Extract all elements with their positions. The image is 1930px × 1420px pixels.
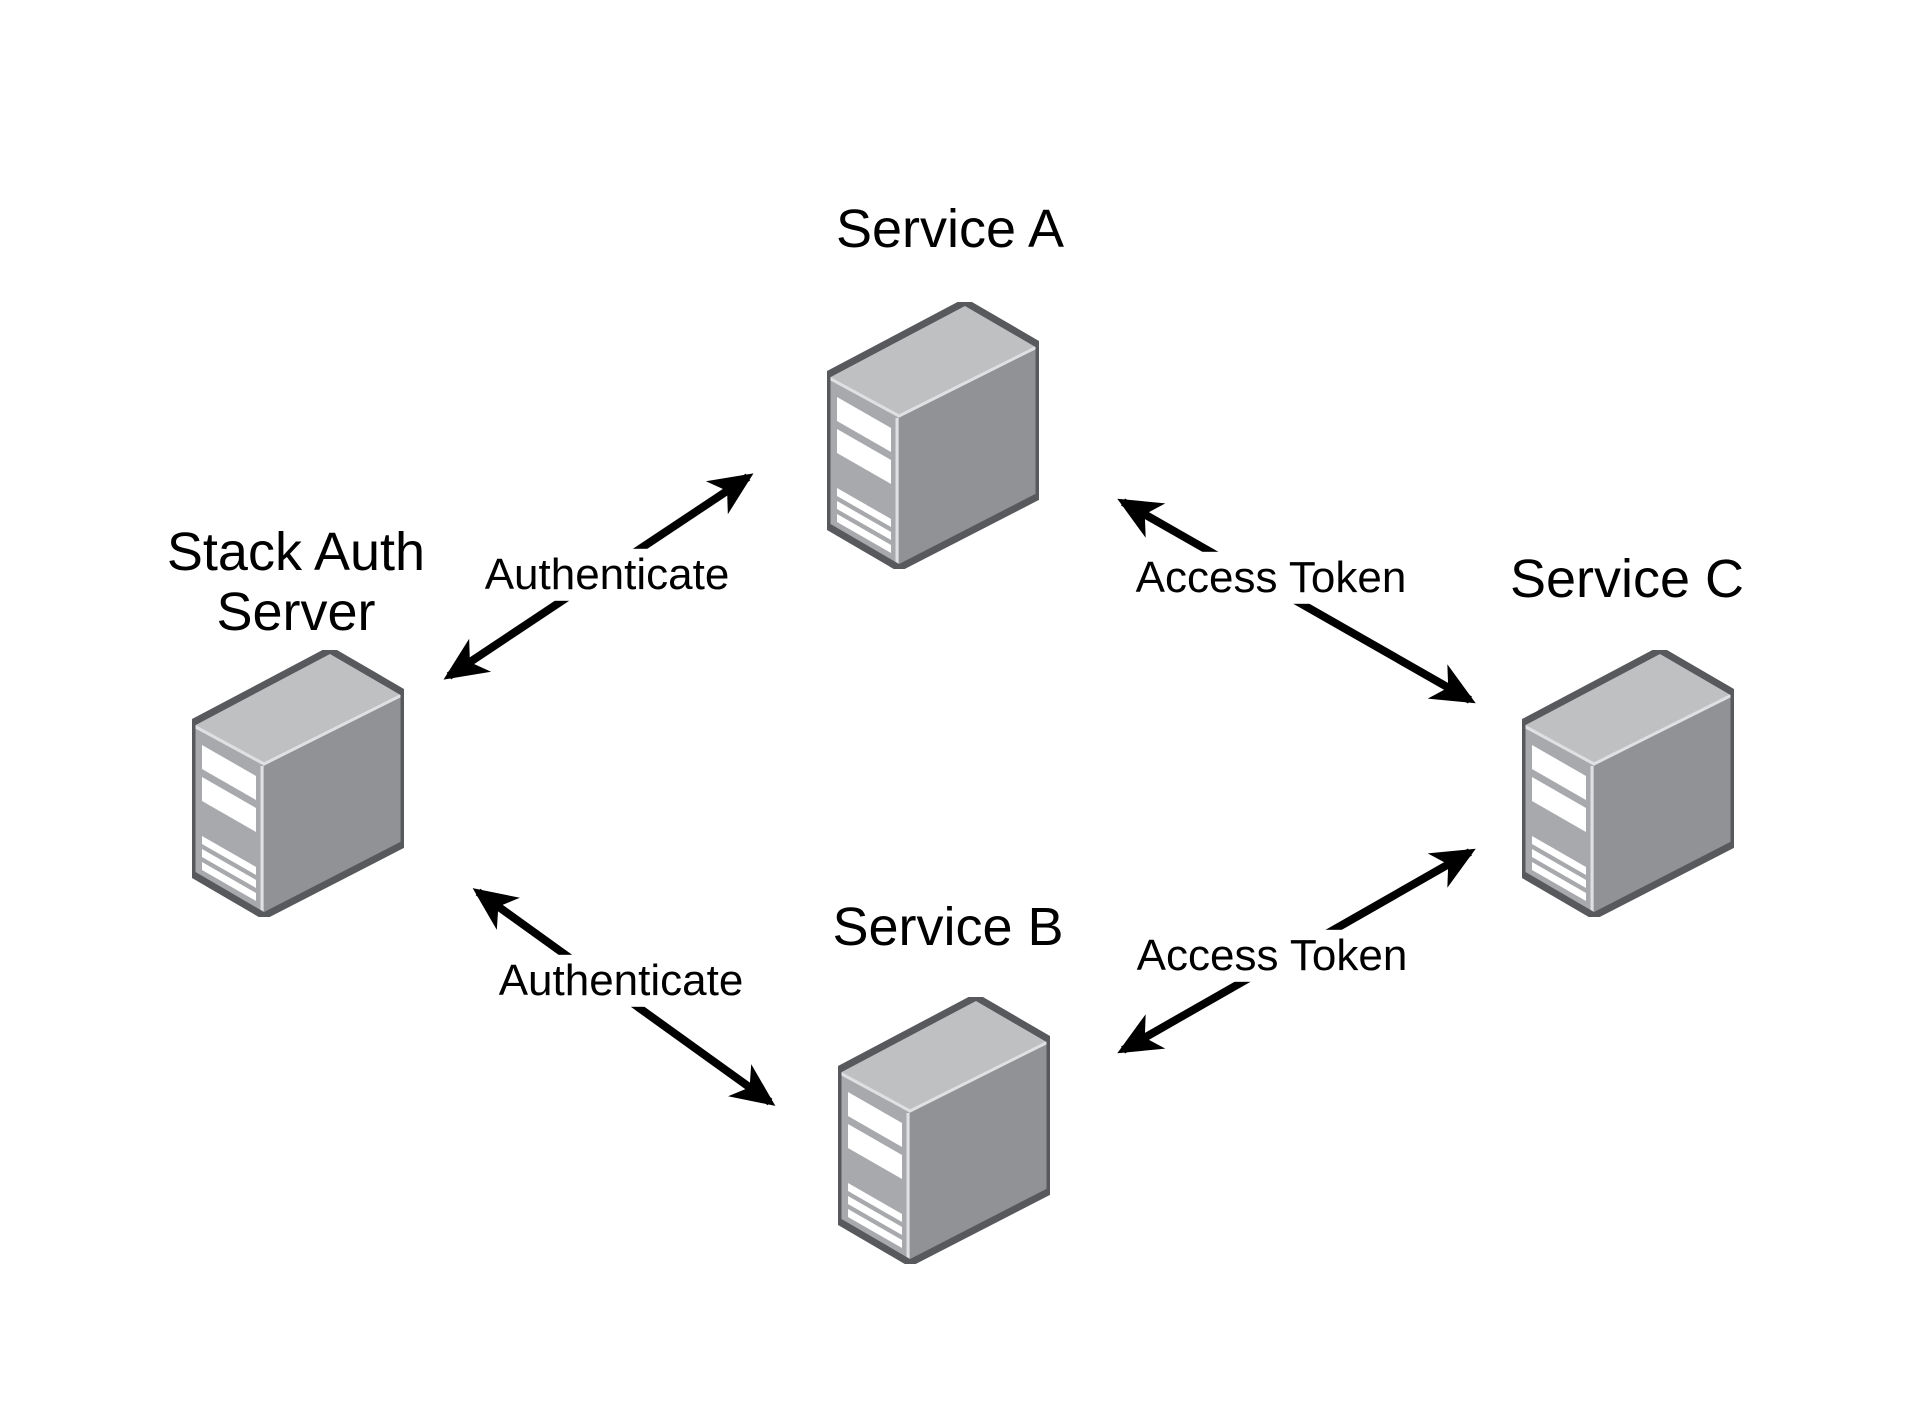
edge-label-access-token-a-c: Access Token: [1125, 551, 1417, 605]
node-service-a: [827, 302, 1039, 569]
node-service-b: [838, 997, 1050, 1264]
edge-label-authenticate-a: Authenticate: [474, 548, 740, 602]
edge-label-authenticate-b: Authenticate: [488, 954, 754, 1008]
server-icon: [838, 997, 1050, 1264]
node-service-c: [1522, 650, 1734, 917]
node-label-service-b: Service B: [832, 897, 1064, 957]
node-label-service-a: Service A: [835, 199, 1065, 259]
node-label-line: Server: [216, 582, 376, 642]
node-stack-auth-server: [192, 650, 404, 917]
server-icon: [827, 302, 1039, 569]
server-icon: [192, 650, 404, 917]
edge-label-access-token-b-c: Access Token: [1126, 929, 1418, 983]
node-label-stack-auth-server: Stack Auth Server: [167, 522, 425, 642]
server-icon: [1522, 650, 1734, 917]
node-label-service-c: Service C: [1509, 549, 1745, 609]
node-label-line: Stack Auth: [166, 522, 426, 582]
